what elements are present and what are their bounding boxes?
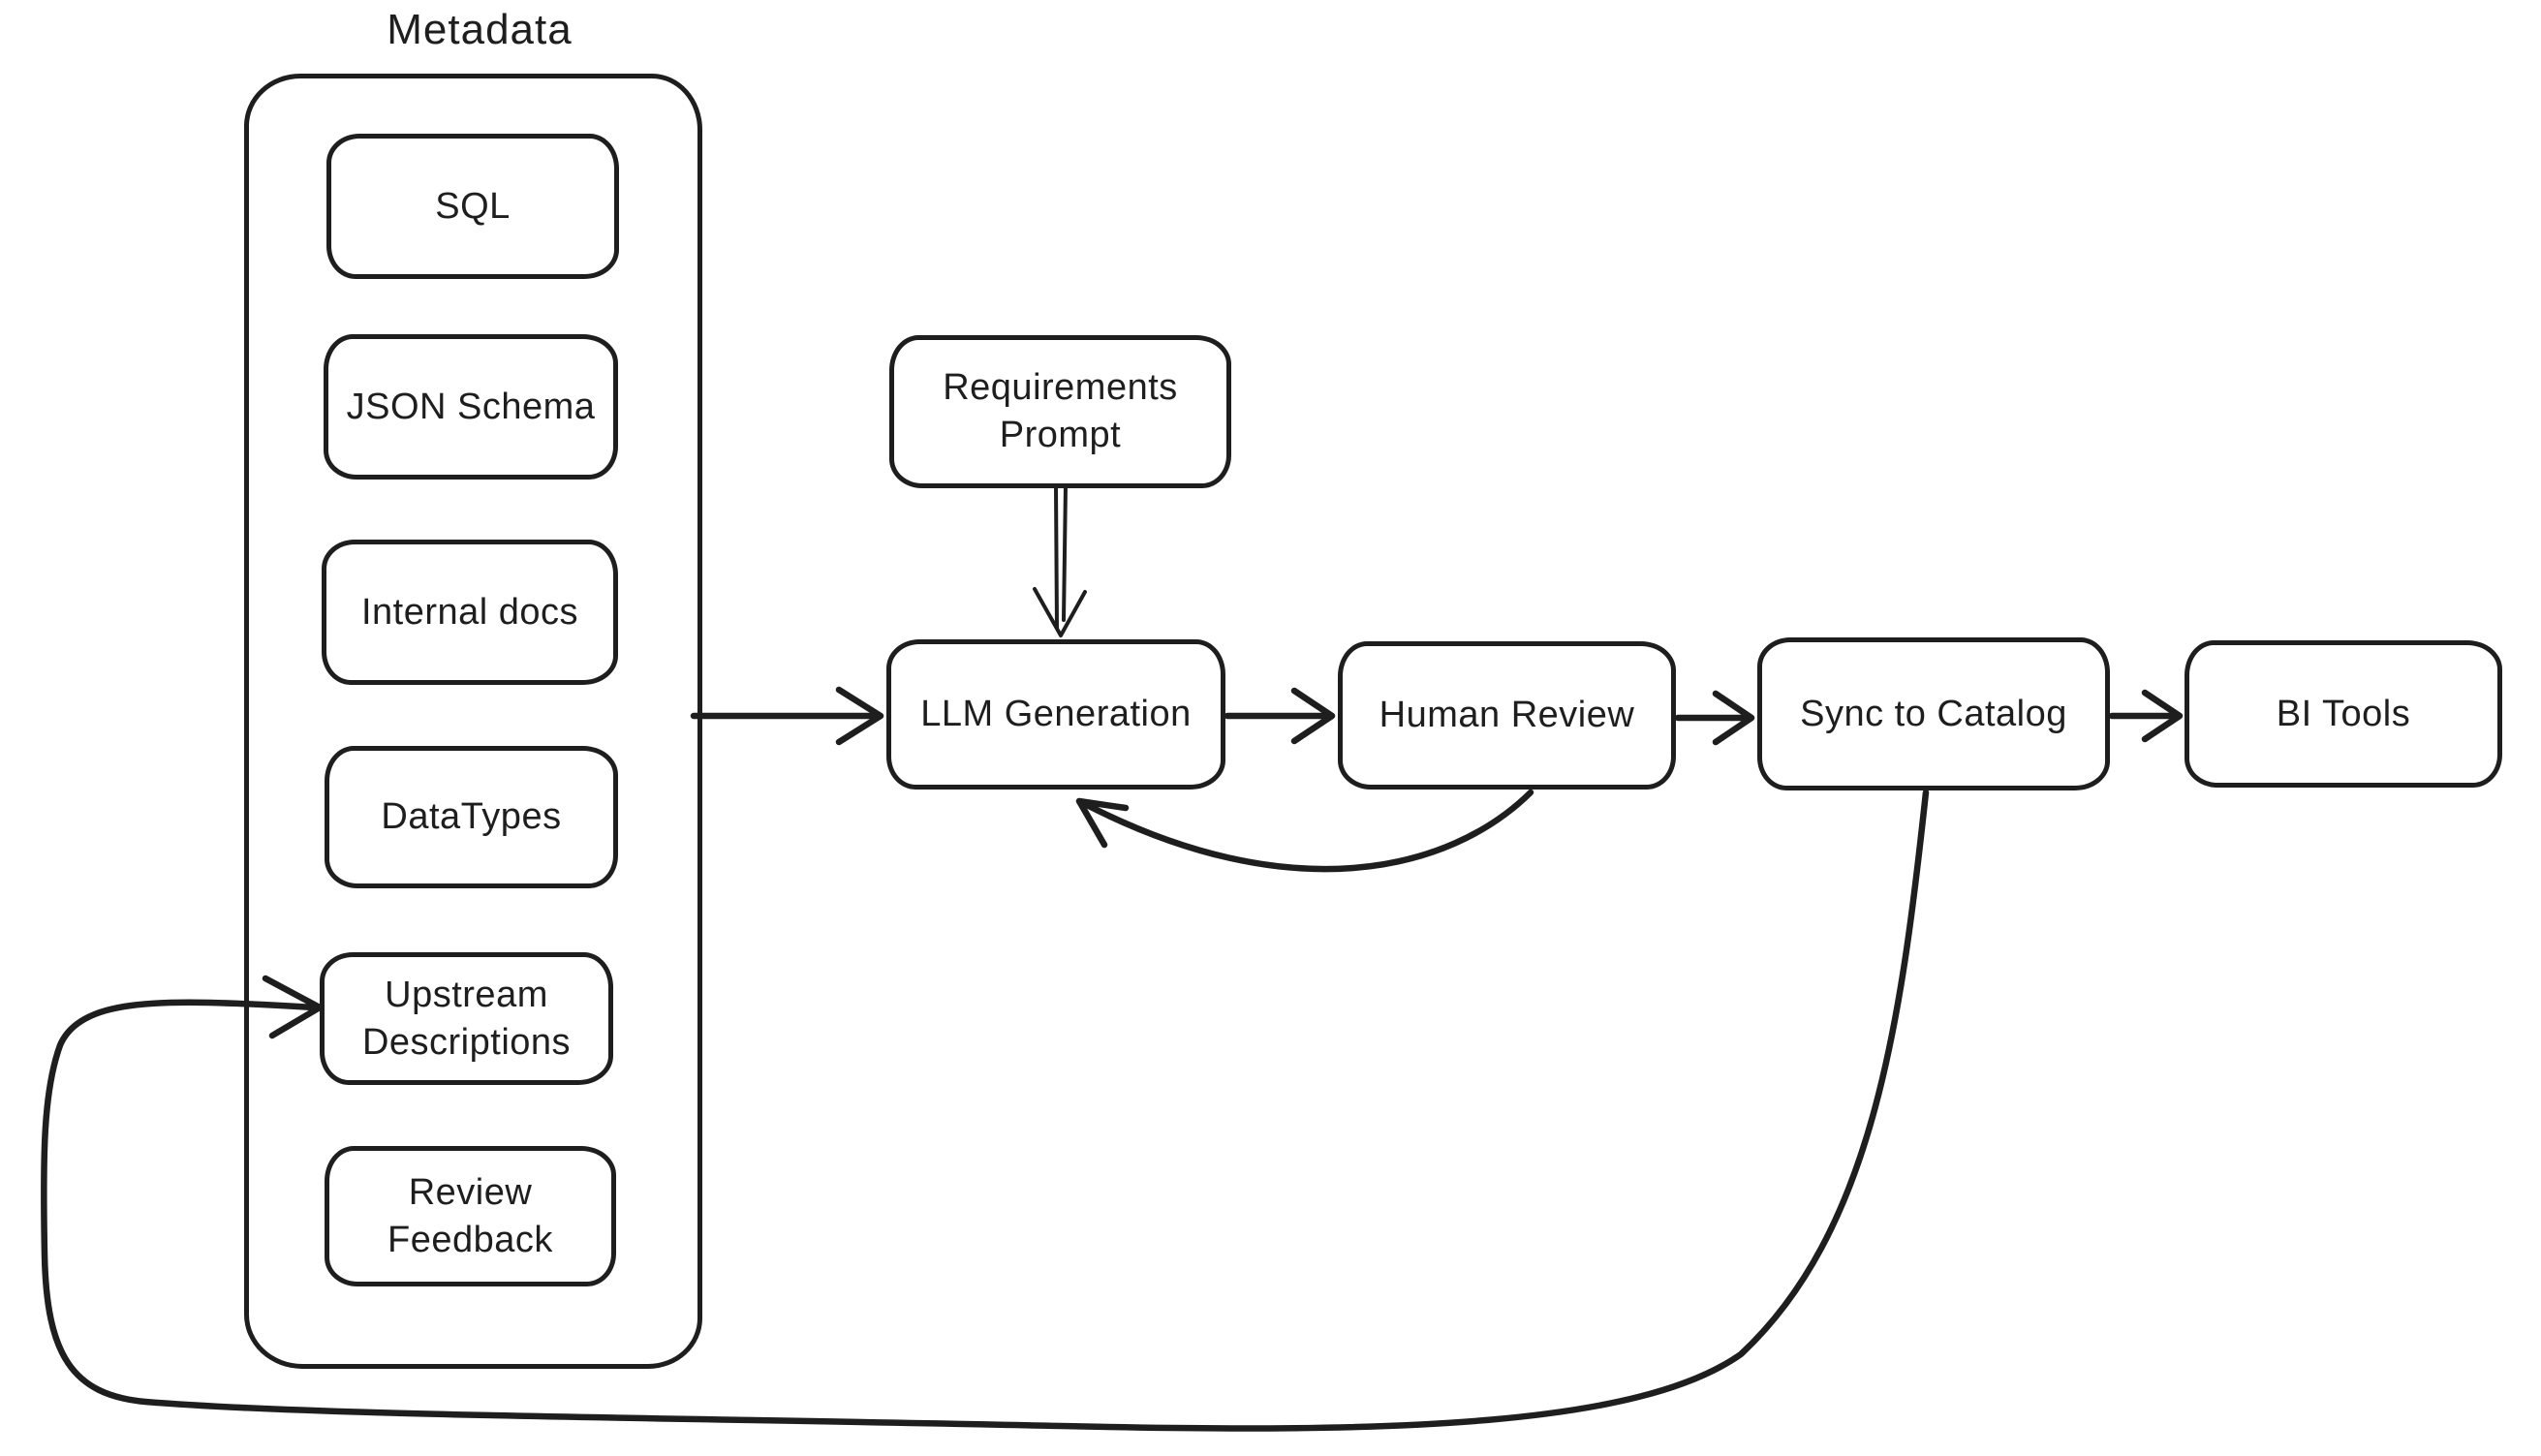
arrow-metadata-to-llm-generation xyxy=(690,686,884,746)
arrow-human-review-to-sync-to-catalog xyxy=(1674,690,1755,746)
arrow-sync-to-catalog-to-bi-tools xyxy=(2108,689,2184,743)
node-datatypes: DataTypes xyxy=(325,746,618,888)
node-requirements-prompt: Requirements Prompt xyxy=(889,335,1231,488)
node-llm-generation: LLM Generation xyxy=(886,639,1225,790)
node-internal-docs: Internal docs xyxy=(322,540,618,685)
node-upstream-descriptions: Upstream Descriptions xyxy=(320,952,613,1085)
node-sync-to-catalog: Sync to Catalog xyxy=(1757,637,2110,790)
node-json-schema: JSON Schema xyxy=(324,334,618,480)
arrow-human-review-feedback-to-llm-generation xyxy=(1075,789,1534,873)
node-bi-tools: BI Tools xyxy=(2185,640,2502,788)
metadata-group-label: Metadata xyxy=(387,6,573,53)
arrow-llm-generation-to-human-review xyxy=(1224,687,1336,745)
node-human-review: Human Review xyxy=(1338,641,1676,790)
node-review-feedback: Review Feedback xyxy=(325,1146,616,1286)
node-sql: SQL xyxy=(326,134,619,279)
arrow-requirements-prompt-to-llm-generation xyxy=(1033,484,1087,637)
